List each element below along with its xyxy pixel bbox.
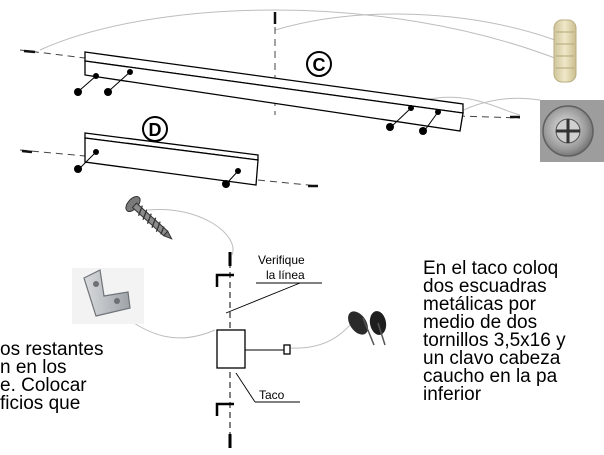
label-c: C: [313, 55, 326, 75]
board-c: [74, 51, 464, 135]
label-d: D: [149, 120, 162, 140]
left-instruction-line-1: os restantes: [0, 339, 104, 360]
rubber-head-nail-icon: [348, 311, 387, 346]
board-d: [74, 132, 259, 188]
right-instruction-line-1: En el taco coloq: [423, 258, 559, 279]
cam-lock-icon: [540, 100, 604, 162]
right-instruction-line-6: un clavo cabeza: [423, 348, 561, 369]
right-instruction-line-4: medio de dos: [423, 312, 538, 333]
left-instruction-line-3: e. Colocar: [0, 375, 87, 396]
verify-label-line2: la línea: [266, 268, 305, 282]
right-instruction-line-8: inferior: [423, 384, 482, 405]
right-instruction-line-5: tornillos 3,5x16 y: [423, 330, 566, 351]
wood-screw-icon: [125, 196, 173, 240]
taco-label: Taco: [259, 388, 285, 402]
metal-corner-bracket-icon: [72, 268, 144, 324]
label-d-badge: D: [142, 116, 168, 142]
left-instruction-line-2: n en los: [0, 357, 67, 378]
wooden-dowel-icon: [553, 19, 577, 83]
right-instruction-line-3: metálicas por: [423, 294, 536, 315]
verify-label: Verifique: [258, 253, 305, 267]
right-instruction-line-2: dos escuadras: [423, 276, 547, 297]
line-end-pins: [21, 12, 520, 188]
taco-schematic: [215, 252, 322, 448]
right-instruction-line-7: caucho en la pa: [423, 366, 558, 387]
left-instruction-line-4: ficios que: [0, 393, 81, 414]
label-c-badge: C: [306, 51, 332, 77]
